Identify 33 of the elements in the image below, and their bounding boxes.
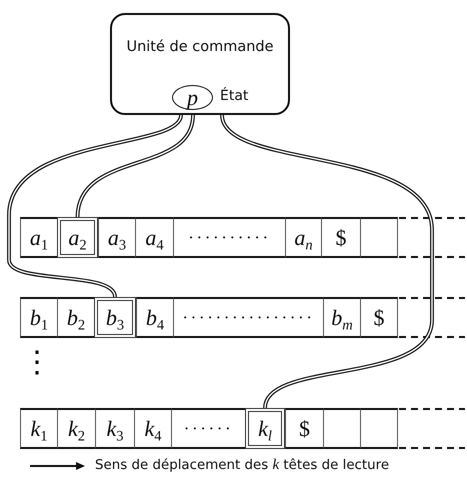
tape-cell: a$_{4}$ xyxy=(135,217,173,258)
tape-cell: a$_{n}$ xyxy=(285,217,321,258)
tape-cell: b$_{4}$ xyxy=(136,297,173,338)
caption-text: Sens de déplacement des k têtes de lecture xyxy=(95,457,390,474)
tape-cell: $ xyxy=(285,408,323,449)
tape-cell xyxy=(360,217,398,258)
tape-cell: $ xyxy=(321,217,360,258)
tape-cell: $ xyxy=(360,297,398,338)
tape-cell: b$_{2}$ xyxy=(57,297,94,338)
state-label: État xyxy=(220,88,248,104)
tape-cell: a$_{1}$ xyxy=(20,217,57,258)
tape-cell: a$_{3}$ xyxy=(98,217,135,258)
box-title: Unité de commande xyxy=(125,39,275,55)
tape-cell: ················ xyxy=(173,297,323,338)
tape-cell: b$_{m}$ xyxy=(323,297,360,338)
head-cell: a$_{2}$ xyxy=(57,217,98,258)
double-line-connector xyxy=(76,114,195,218)
tape-cell: k$_{2}$ xyxy=(57,408,95,449)
double-line-connector xyxy=(7,114,183,298)
head-cell: b$_{3}$ xyxy=(94,297,136,338)
tape-cell: k$_{3}$ xyxy=(95,408,134,449)
control-unit-box xyxy=(110,13,290,115)
state-ellipse: p xyxy=(172,85,213,110)
tape-cell: ·········· xyxy=(173,217,285,258)
tape-cell xyxy=(360,408,398,449)
double-line-connector xyxy=(220,114,434,409)
vertical-dots: ⋮ xyxy=(22,348,52,378)
tape-cell: ······ xyxy=(171,408,245,449)
head-cell: k$_{l}$ xyxy=(245,408,285,449)
tape-cell: k$_{1}$ xyxy=(20,408,57,449)
tape-cell: b$_{1}$ xyxy=(20,297,57,338)
tape-cell xyxy=(323,408,360,449)
tape-cell: k$_{4}$ xyxy=(134,408,171,449)
